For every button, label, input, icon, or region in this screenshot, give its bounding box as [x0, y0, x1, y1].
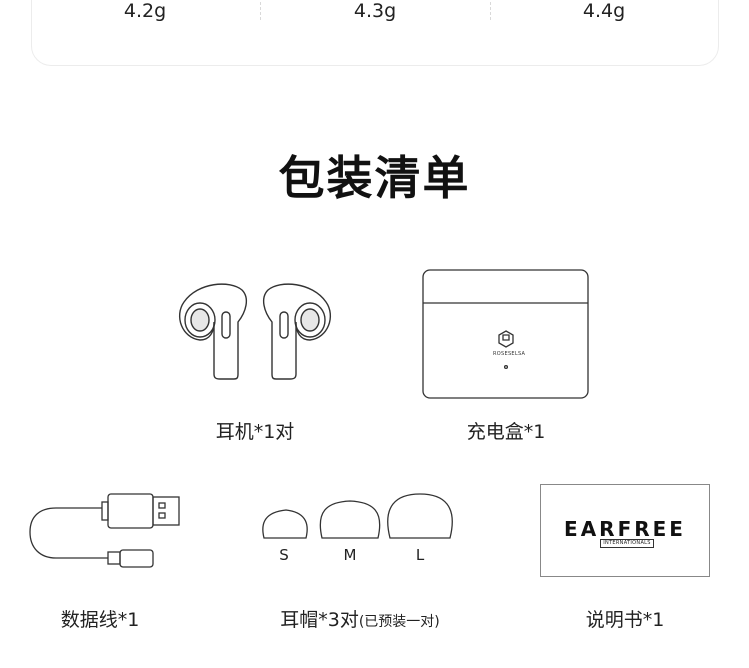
case-caption: 充电盒*1 [466, 421, 546, 443]
eartips-caption-note: (已预装一对) [358, 614, 440, 630]
eartips-icon [262, 493, 453, 539]
spec-card [31, 0, 719, 66]
eartips-caption-main: 耳帽*3对 [280, 609, 359, 631]
eartips-caption: 耳帽*3对(已预装一对) [230, 605, 490, 632]
column-divider [260, 2, 261, 20]
charging-case-icon [422, 269, 589, 399]
section-title: 包装清单 [278, 151, 471, 205]
earbuds-caption: 耳机*1对 [215, 421, 295, 443]
earbuds-icon [179, 283, 331, 380]
manual-caption: 说明书*1 [585, 609, 665, 631]
manual-brand-subtitle: INTERNATIONALS [600, 539, 654, 548]
tip-size-label: M [343, 546, 357, 564]
usb-cable-icon [29, 493, 180, 568]
tip-size-label: L [415, 546, 425, 564]
weight-value: 4.4g [582, 0, 626, 22]
weight-value: 4.2g [123, 0, 167, 22]
cable-caption: 数据线*1 [60, 609, 140, 631]
column-divider [490, 2, 491, 20]
tip-size-label: S [279, 546, 289, 564]
manual-brand-logo: EARFREE [564, 517, 686, 541]
weight-value: 4.3g [353, 0, 397, 22]
case-brand-text: ROSESELSA [493, 351, 526, 357]
manual-booklet: EARFREE INTERNATIONALS [540, 484, 710, 577]
